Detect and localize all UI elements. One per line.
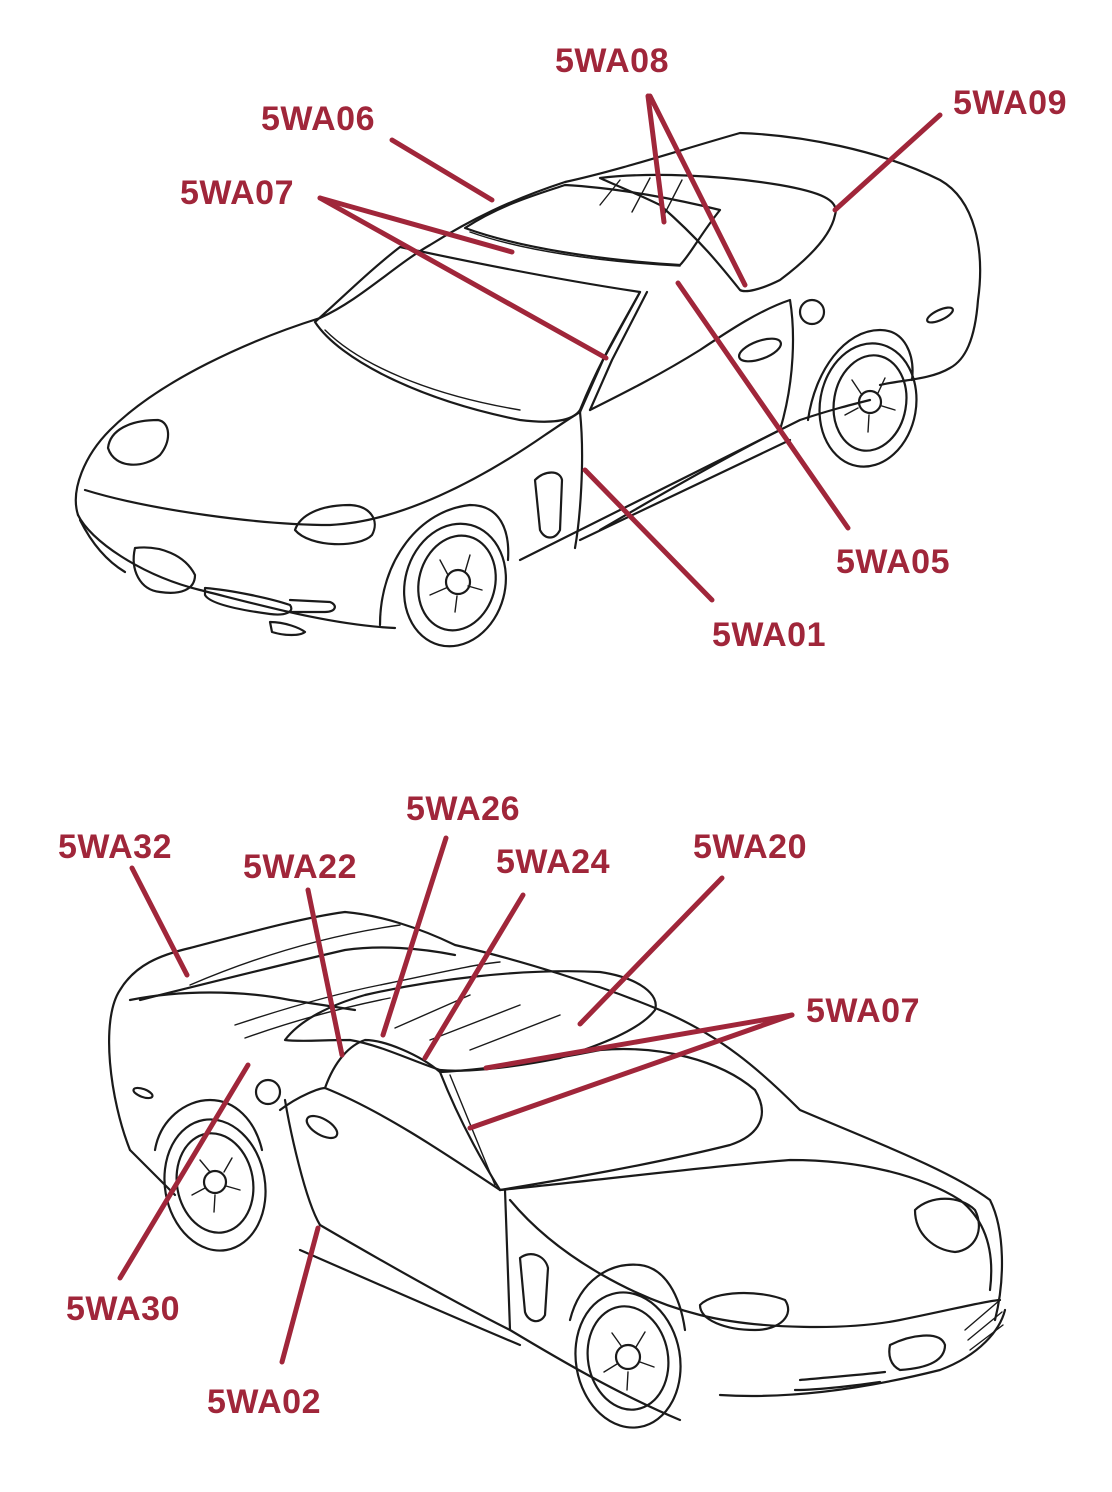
callout-5wa26-bottom: 5WA26 (406, 790, 520, 828)
leader-5wa22 (305, 887, 345, 1058)
callout-5wa01-top: 5WA01 (712, 616, 826, 654)
leader-5wa08-a (645, 93, 667, 225)
callout-5wa32-bottom: 5WA32 (58, 828, 172, 866)
leader-5wa32 (129, 865, 190, 978)
leader-5wa01 (582, 467, 715, 603)
bottom-leader-lines (117, 835, 795, 1365)
top-leader-lines (317, 93, 943, 603)
leader-5wa20 (577, 875, 725, 1027)
leader-5wa09 (832, 112, 943, 213)
callout-5wa06-top: 5WA06 (261, 100, 375, 138)
callout-5wa20-bottom: 5WA20 (693, 828, 807, 866)
leader-5wa26 (380, 835, 449, 1038)
callout-5wa07-top: 5WA07 (180, 174, 294, 212)
callout-5wa24-bottom: 5WA24 (496, 843, 610, 881)
leader-5wa07-d (467, 1012, 795, 1131)
callout-5wa30-bottom: 5WA30 (66, 1290, 180, 1328)
callout-5wa07-bottom: 5WA07 (806, 992, 920, 1030)
leader-5wa08-b (647, 93, 748, 288)
leader-5wa07-a (317, 195, 515, 255)
leader-5wa07-b (317, 195, 609, 361)
callout-5wa05-top: 5WA05 (836, 543, 950, 581)
leader-5wa07-c (483, 1012, 795, 1071)
callout-5wa08-top: 5WA08 (555, 42, 669, 80)
leader-5wa05 (675, 280, 851, 531)
leader-5wa02 (279, 1225, 321, 1365)
leader-5wa30 (117, 1062, 251, 1281)
callout-5wa09-top: 5WA09 (953, 84, 1067, 122)
leader-5wa24 (422, 892, 526, 1061)
top-car-drawing (74, 131, 982, 648)
bottom-car-drawing (108, 910, 1007, 1429)
callout-5wa02-bottom: 5WA02 (207, 1383, 321, 1421)
callout-5wa22-bottom: 5WA22 (243, 848, 357, 886)
leader-5wa06 (389, 137, 495, 203)
